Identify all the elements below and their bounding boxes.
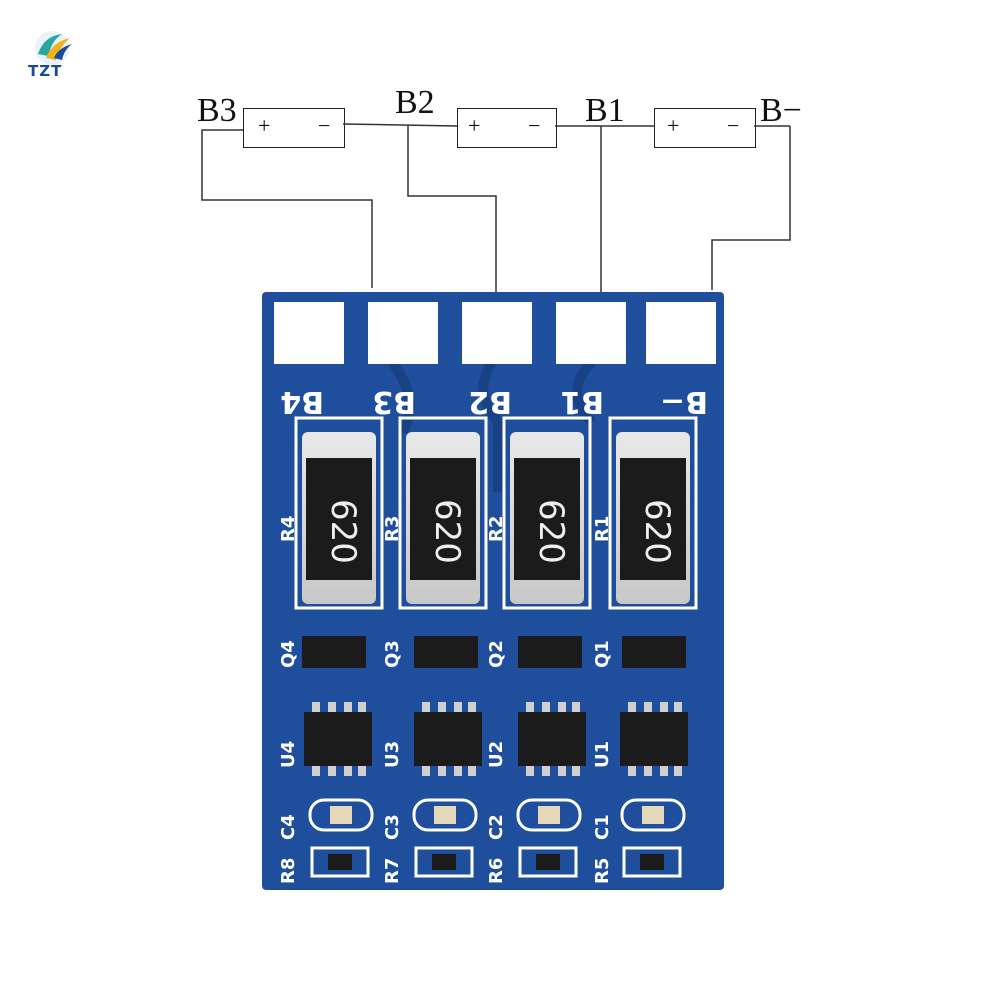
capacitor-c3 xyxy=(412,798,478,832)
small-resistor-r5 xyxy=(622,846,682,878)
transistor-q2 xyxy=(518,636,582,668)
brand-logo: TZT xyxy=(28,28,80,80)
designator-r8: R8 xyxy=(278,858,299,884)
resistor-r4 xyxy=(306,458,372,580)
pad-label-b4: B4 xyxy=(280,384,324,419)
ic-u4 xyxy=(304,712,372,766)
column-4: 620 R4 Q4 U4 C4 R8 xyxy=(278,416,384,884)
battery-cell-1: + − xyxy=(243,108,345,148)
ic-u2 xyxy=(518,712,586,766)
pad-b2 xyxy=(462,302,532,364)
capacitor-c4 xyxy=(308,798,374,832)
cell-minus-sign: − xyxy=(528,113,541,138)
cell-minus-sign: − xyxy=(727,113,740,138)
pad-bminus xyxy=(646,302,716,364)
node-label-bminus: B− xyxy=(760,92,802,129)
battery-cell-3: + − xyxy=(654,108,756,148)
transistor-q1 xyxy=(622,636,686,668)
capacitor-c1 xyxy=(620,798,686,832)
designator-q4: Q4 xyxy=(278,640,299,668)
designator-c4: C4 xyxy=(278,814,299,840)
node-label-b3: B3 xyxy=(197,92,237,129)
pcb-board: B4 B3 B2 B1 B− 620 R4 Q4 U4 C4 R8 620 R3… xyxy=(262,292,724,890)
ic-u1 xyxy=(620,712,688,766)
transistor-q3 xyxy=(414,636,478,668)
designator-q2: Q2 xyxy=(486,640,507,668)
pad-label-bminus: B− xyxy=(660,384,708,419)
designator-r4: R4 xyxy=(278,516,299,542)
designator-u1: U1 xyxy=(592,741,613,768)
capacitor-c2 xyxy=(516,798,582,832)
designator-q3: Q3 xyxy=(382,640,403,668)
cell-plus-sign: + xyxy=(258,113,271,138)
resistor-r2 xyxy=(514,458,580,580)
column-3: 620 R3 Q3 U3 C3 R7 xyxy=(382,416,488,884)
column-1: 620 R1 Q1 U1 C1 R5 xyxy=(592,416,698,884)
designator-r6: R6 xyxy=(486,858,507,884)
resistor-code: 620 xyxy=(637,499,677,564)
ic-u3 xyxy=(414,712,482,766)
cell-plus-sign: + xyxy=(667,113,680,138)
resistor-code: 620 xyxy=(427,499,467,564)
battery-cell-2: + − xyxy=(457,108,557,148)
logo-mark-icon xyxy=(35,31,72,65)
designator-c3: C3 xyxy=(382,814,403,840)
cell-minus-sign: − xyxy=(318,113,331,138)
designator-r1: R1 xyxy=(592,516,613,542)
wiring xyxy=(201,123,791,294)
designator-r7: R7 xyxy=(382,858,403,884)
resistor-r3 xyxy=(410,458,476,580)
node-label-b1: B1 xyxy=(585,92,625,129)
brand-name: TZT xyxy=(28,62,63,80)
small-resistor-r6 xyxy=(518,846,578,878)
column-2: 620 R2 Q2 U2 C2 R6 xyxy=(486,416,592,884)
small-resistor-r8 xyxy=(310,846,370,878)
designator-u2: U2 xyxy=(486,741,507,768)
transistor-q4 xyxy=(302,636,366,668)
resistor-r1 xyxy=(620,458,686,580)
designator-r2: R2 xyxy=(486,516,507,542)
pad-b3 xyxy=(368,302,438,364)
designator-c1: C1 xyxy=(592,814,613,840)
pad-b1 xyxy=(556,302,626,364)
resistor-code: 620 xyxy=(323,499,363,564)
cell-plus-sign: + xyxy=(468,113,481,138)
pad-label-b3: B3 xyxy=(372,384,416,419)
small-resistor-r7 xyxy=(414,846,474,878)
designator-r3: R3 xyxy=(382,516,403,542)
designator-u3: U3 xyxy=(382,741,403,768)
pad-label-b2: B2 xyxy=(468,384,512,419)
pad-label-b1: B1 xyxy=(560,384,604,419)
node-label-b2: B2 xyxy=(395,84,435,121)
designator-u4: U4 xyxy=(278,741,299,768)
pad-b4 xyxy=(274,302,344,364)
solder-pads xyxy=(274,302,716,364)
resistor-code: 620 xyxy=(531,499,571,564)
designator-q1: Q1 xyxy=(592,640,613,668)
designator-r5: R5 xyxy=(592,858,613,884)
designator-c2: C2 xyxy=(486,814,507,840)
